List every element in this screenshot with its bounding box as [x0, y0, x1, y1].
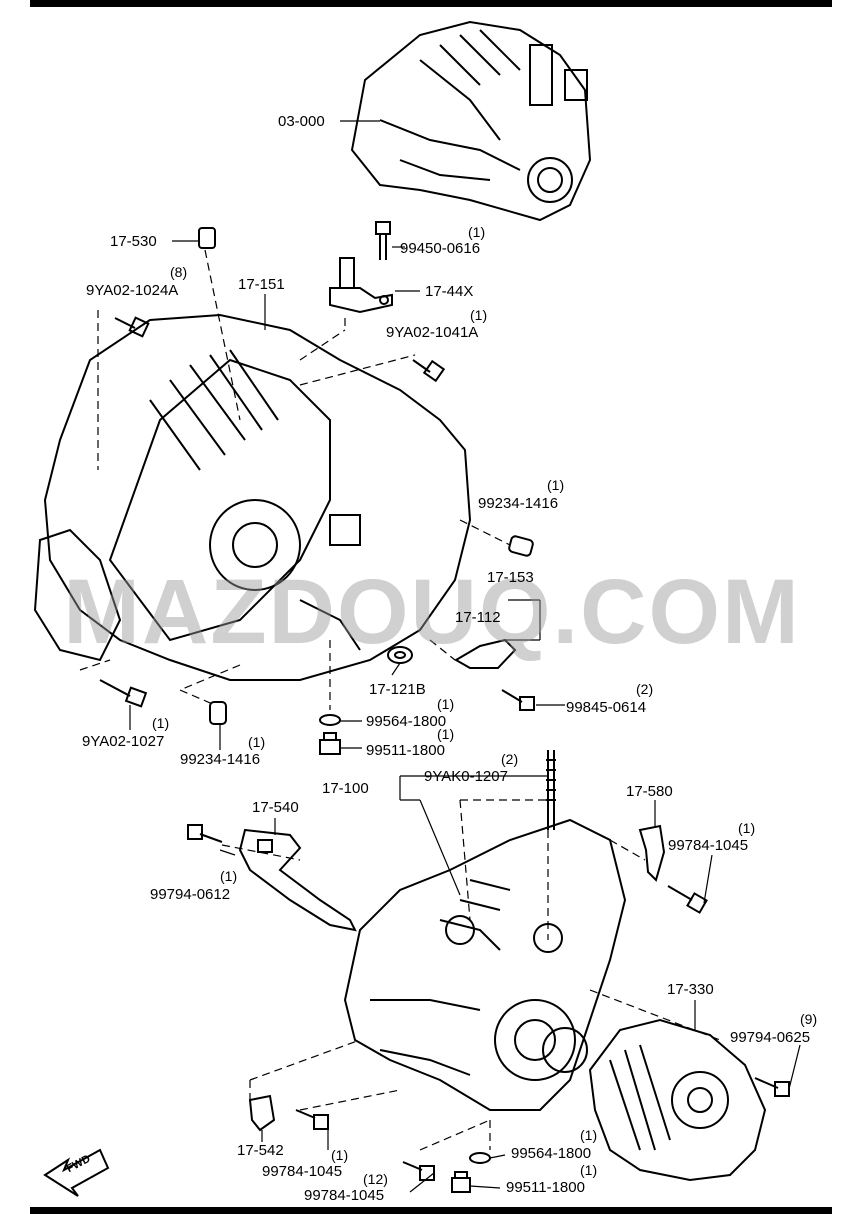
- bottom-border: [30, 1207, 832, 1214]
- label-99794-0612: 99794-0612: [150, 886, 231, 903]
- bolt-99784-1045-a: [667, 885, 708, 914]
- qty-99511-1800-b: (1): [580, 1162, 598, 1178]
- qty-9YAK0-1207: (2): [501, 751, 519, 767]
- sensor-17-44X: [329, 257, 393, 314]
- dowel-99234-1416-a: [508, 535, 534, 557]
- qty-99845-0614: (2): [636, 681, 654, 697]
- end-cover-17-330: [588, 1018, 767, 1182]
- label-17-580: 17-580: [626, 783, 673, 800]
- qty-99794-0625: (9): [800, 1011, 818, 1027]
- top-border: [30, 0, 832, 7]
- label-99234-1416-b: 99234-1416: [180, 751, 261, 768]
- qty-99784-1045-a: (1): [738, 820, 756, 836]
- leader-lines: [129, 120, 801, 1193]
- label-9YAK0-1207: 9YAK0-1207: [424, 768, 508, 785]
- lever-17-540: [238, 828, 357, 932]
- label-99794-0625: 99794-0625: [730, 1029, 811, 1046]
- label-99784-1045-b: 99784-1045: [262, 1163, 343, 1180]
- bolt-99794-0625: [754, 1077, 790, 1097]
- label-99784-1045-c: 99784-1045: [304, 1187, 385, 1204]
- label-99564-1800-a: 99564-1800: [366, 713, 447, 730]
- label-9YA02-1041A: 9YA02-1041A: [386, 324, 479, 341]
- label-99511-1800-a: 99511-1800: [366, 742, 445, 759]
- bolt-99784-1045-b: [295, 1109, 329, 1130]
- qty-99234-1416-b: (1): [248, 734, 266, 750]
- clutch-housing-17-151: [33, 313, 472, 681]
- label-99564-1800-b: 99564-1800: [511, 1145, 592, 1162]
- washer-99564-1800-a: [319, 714, 341, 726]
- label-17-330: 17-330: [667, 981, 714, 998]
- label-9YA02-1027: 9YA02-1027: [82, 733, 165, 750]
- cover-17-112: [454, 638, 517, 669]
- bolt-99845-0614: [501, 689, 535, 711]
- qty-9YA02-1027: (1): [152, 715, 170, 731]
- label-17-153: 17-153: [487, 569, 534, 586]
- label-17-44X: 17-44X: [425, 283, 474, 300]
- dashed-guides: [79, 249, 721, 1151]
- qty-9YA02-1024A: (8): [170, 264, 188, 280]
- stud-9YAK0-1207: [546, 750, 556, 830]
- label-17-121B: 17-121B: [369, 681, 426, 698]
- clip-17-542: [248, 1094, 276, 1132]
- label-17-151: 17-151: [238, 276, 285, 293]
- qty-99564-1800-a: (1): [437, 696, 455, 712]
- transmission-assembly-illustration: [350, 20, 592, 222]
- label-9YA02-1024A: 9YA02-1024A: [86, 282, 179, 299]
- label-17-542: 17-542: [237, 1142, 284, 1159]
- qty-99511-1800-a: (1): [437, 726, 455, 742]
- qty-99784-1045-b: (1): [331, 1147, 349, 1163]
- qty-99564-1800-b: (1): [580, 1127, 598, 1143]
- bolt-99794-0612: [187, 824, 223, 843]
- qty-99234-1416-a: (1): [547, 477, 565, 493]
- bolt-9YA02-1041A: [412, 359, 446, 383]
- dowel-99234-1416-b: [209, 701, 227, 725]
- label-17-100: 17-100: [322, 780, 369, 797]
- plug-17-530: [198, 227, 216, 249]
- label-17-540: 17-540: [252, 799, 299, 816]
- label-17-112: 17-112: [455, 609, 501, 626]
- bolt-99450-0616: [375, 221, 391, 260]
- bolt-9YA02-1024A: [114, 316, 150, 338]
- label-03-000: 03-000: [278, 113, 325, 130]
- bracket-17-580: [638, 824, 666, 882]
- qty-99794-0612: (1): [220, 868, 238, 884]
- washer-99564-1800-b: [469, 1152, 491, 1164]
- bolt-9YA02-1027: [99, 679, 148, 708]
- label-99845-0614: 99845-0614: [566, 699, 647, 716]
- fwd-arrow-icon: [43, 1148, 110, 1197]
- qty-99450-0616: (1): [468, 224, 486, 240]
- watermark: MAZDOUQ.COM: [63, 561, 801, 663]
- label-99784-1045-a: 99784-1045: [668, 837, 749, 854]
- label-99450-0616: 99450-0616: [400, 240, 481, 257]
- label-99511-1800-b: 99511-1800: [506, 1179, 585, 1196]
- label-99234-1416-a: 99234-1416: [478, 495, 559, 512]
- label-17-530: 17-530: [110, 233, 157, 250]
- qty-9YA02-1041A: (1): [470, 307, 488, 323]
- plug-99511-1800-b: [451, 1171, 471, 1193]
- transmission-case-17-100: [343, 818, 627, 1111]
- qty-99784-1045-c: (12): [363, 1171, 388, 1187]
- plug-99511-1800-a: [319, 732, 341, 755]
